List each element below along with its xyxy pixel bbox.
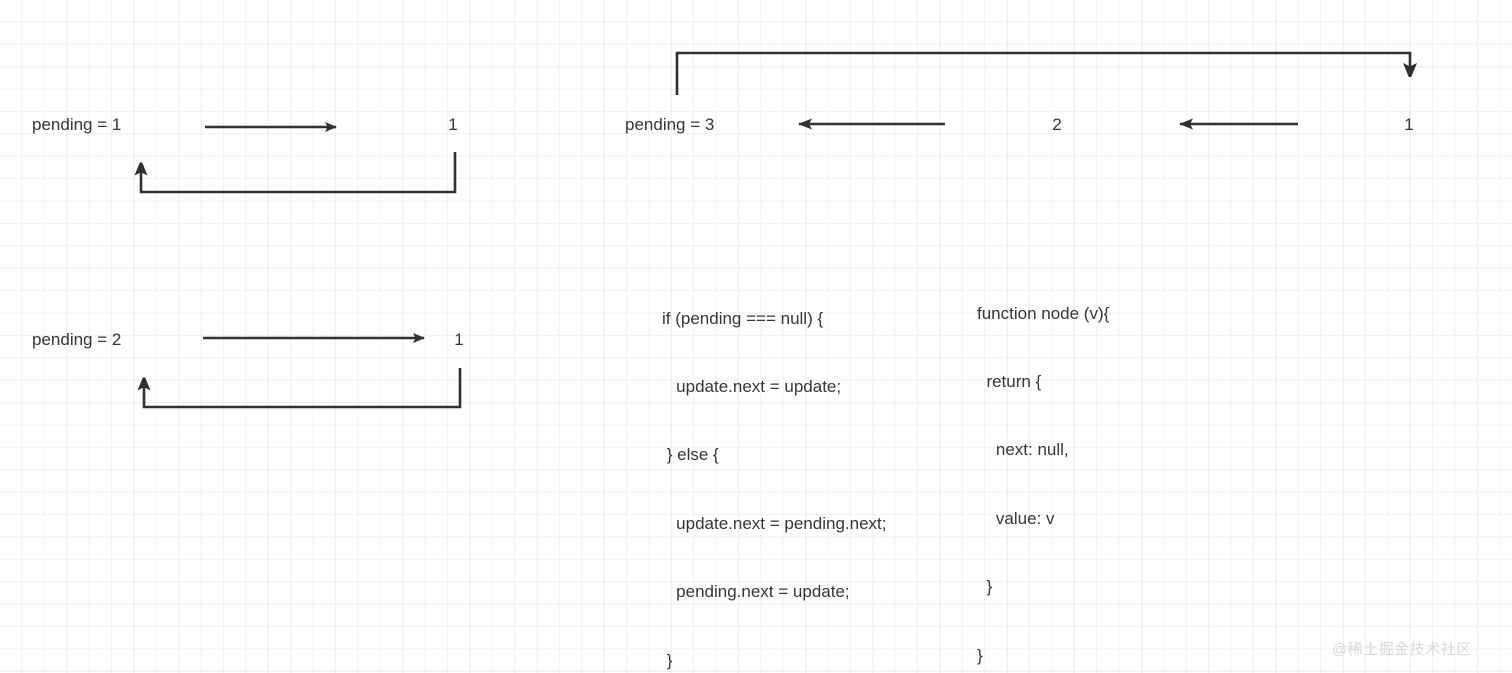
node-value-right-pending-3: 1: [1404, 115, 1414, 134]
node-value-middle-pending-3: 2: [1052, 115, 1062, 134]
connector-group-pending-2: [144, 333, 462, 409]
code-line: value: v: [977, 508, 1055, 528]
label-pending-2: pending = 2: [32, 330, 122, 349]
code-line: return {: [977, 371, 1042, 391]
bracket-pending-3-to-1: [675, 51, 1410, 95]
code-block-node-linkedlist: function node (v){ return { next: null, …: [977, 257, 1192, 673]
label-pending-1: pending = 1: [32, 115, 122, 134]
code-line: }: [662, 650, 673, 670]
code-line: pending.next = update;: [662, 582, 850, 602]
code-line: }: [977, 645, 983, 665]
code-line: }: [977, 577, 993, 597]
code-line: function node (v){: [977, 303, 1110, 323]
node-value-pending-1: 1: [448, 115, 458, 134]
selfloop-pending-1: [141, 152, 457, 194]
code-line: next: null,: [977, 440, 1069, 460]
code-line: update.next = update;: [662, 376, 842, 396]
watermark: @稀土掘金技术社区: [1332, 641, 1472, 658]
code-block-pending-update: if (pending === null) { update.next = up…: [662, 262, 886, 673]
code-line: if (pending === null) {: [662, 308, 824, 328]
code-line: update.next = pending.next;: [662, 513, 887, 533]
connector-group-pending-3: [675, 51, 1410, 130]
node-value-pending-2: 1: [454, 330, 464, 349]
selfloop-pending-2: [144, 368, 462, 409]
label-pending-3: pending = 3: [625, 115, 715, 134]
code-line: } else {: [662, 445, 719, 465]
connector-group-pending-1: [141, 122, 457, 194]
